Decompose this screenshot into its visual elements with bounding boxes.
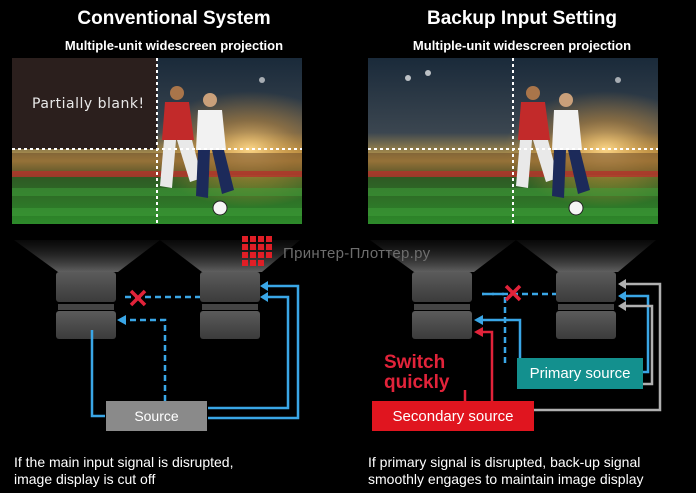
switch-line2: quickly [384,372,450,393]
switch-line1: Switch [384,352,446,373]
blank-region [12,58,157,149]
left-projector-1 [56,272,116,339]
left-beam-2 [160,240,300,272]
watermark-text: Принтер-Плоттер.ру [283,245,431,262]
right-caption: If primary signal is disrupted, back-up … [368,454,644,488]
left-caption-line1: If the main input signal is disrupted, [14,454,234,470]
left-caption-line2: image display is cut off [14,471,156,487]
watermark-logo [242,236,272,266]
right-projector-1 [412,272,472,339]
right-arrowheads [474,279,626,337]
cross-icon [129,289,147,307]
left-subtitle: Multiple-unit widescreen projection [64,38,284,53]
left-signal-cables [90,284,300,420]
right-projector-2 [556,272,616,339]
source-box: Source [106,401,207,431]
right-beam-2 [516,240,656,272]
right-caption-line2: smoothly engages to maintain image displ… [368,471,644,487]
left-caption: If the main input signal is disrupted, i… [14,454,233,488]
left-beam-1 [14,240,160,272]
secondary-source-box: Secondary source [372,401,534,431]
left-screen [11,57,303,225]
left-title: Conventional System [77,8,271,29]
right-title: Backup Input Setting [427,8,617,29]
right-beam-1 [370,240,516,272]
right-caption-line1: If primary signal is disrupted, back-up … [368,454,641,470]
right-subtitle: Multiple-unit widescreen projection [412,38,632,53]
primary-source-box: Primary source [517,358,643,389]
switch-quickly-label: Switch quickly [384,353,449,393]
right-signal-cables [463,282,662,412]
left-projector-2 [200,272,260,339]
blank-label: Partially blank! [32,96,145,112]
right-screen [367,57,659,225]
cross-icon [504,284,522,302]
